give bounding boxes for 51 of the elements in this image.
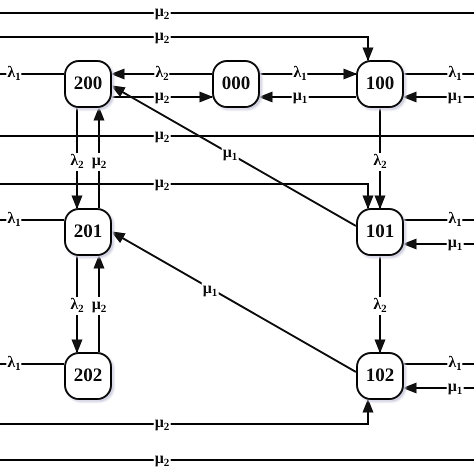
line: [404, 73, 474, 75]
edge-label: λ$_{2}$: [154, 65, 170, 83]
arrow: [71, 256, 83, 354]
edge-label: μ$_{1}$: [222, 145, 238, 163]
edge-label: λ$_{1}$: [292, 65, 308, 83]
arrow: [0, 398, 374, 425]
state-label: 201: [74, 221, 102, 243]
line: [404, 363, 474, 365]
edge-label: μ$_{2}$: [90, 297, 108, 315]
edge-label: λ$_{2}$: [372, 297, 388, 315]
arrow: [374, 256, 386, 354]
state-label: 000: [222, 73, 250, 95]
edge-label: λ$_{1}$: [6, 355, 22, 373]
edge-label: λ$_{1}$: [6, 211, 22, 229]
edge-label: λ$_{2}$: [372, 153, 388, 171]
edge-label: μ$_{2}$: [90, 153, 108, 171]
state-box: [64, 60, 112, 108]
arrow: [402, 238, 474, 250]
arrow: [110, 85, 356, 227]
arrow: [402, 382, 474, 394]
arrow: [112, 91, 214, 103]
arrow: [374, 108, 386, 210]
arrow: [71, 108, 83, 210]
edge-label: λ$_{2}$: [69, 297, 85, 315]
arrow: [93, 254, 105, 352]
edge-label: λ$_{1}$: [447, 211, 463, 229]
state-box: [64, 208, 112, 256]
edge-label: λ$_{2}$: [69, 153, 85, 171]
edge-label: λ$_{1}$: [447, 65, 463, 83]
state-box: [212, 60, 260, 108]
arrow: [0, 183, 374, 210]
state-box: [356, 60, 404, 108]
state-box: [356, 208, 404, 256]
line: [404, 219, 474, 221]
state-label: 200: [74, 73, 102, 95]
state-label: 101: [366, 221, 394, 243]
arrow: [258, 91, 356, 103]
edge-label: λ$_{1}$: [6, 65, 22, 83]
arrow: [110, 231, 356, 373]
state-box: [64, 352, 112, 400]
arrow: [260, 68, 358, 80]
state-label: 100: [366, 73, 394, 95]
arrow: [0, 36, 374, 62]
edge-label: λ$_{1}$: [447, 355, 463, 373]
state-label: 202: [74, 365, 102, 387]
arrow: [402, 91, 474, 103]
edge-label: μ$_{1}$: [202, 281, 218, 299]
arrow: [110, 68, 212, 80]
state-box: [356, 352, 404, 400]
arrow: [93, 106, 105, 208]
state-label: 102: [366, 365, 394, 387]
